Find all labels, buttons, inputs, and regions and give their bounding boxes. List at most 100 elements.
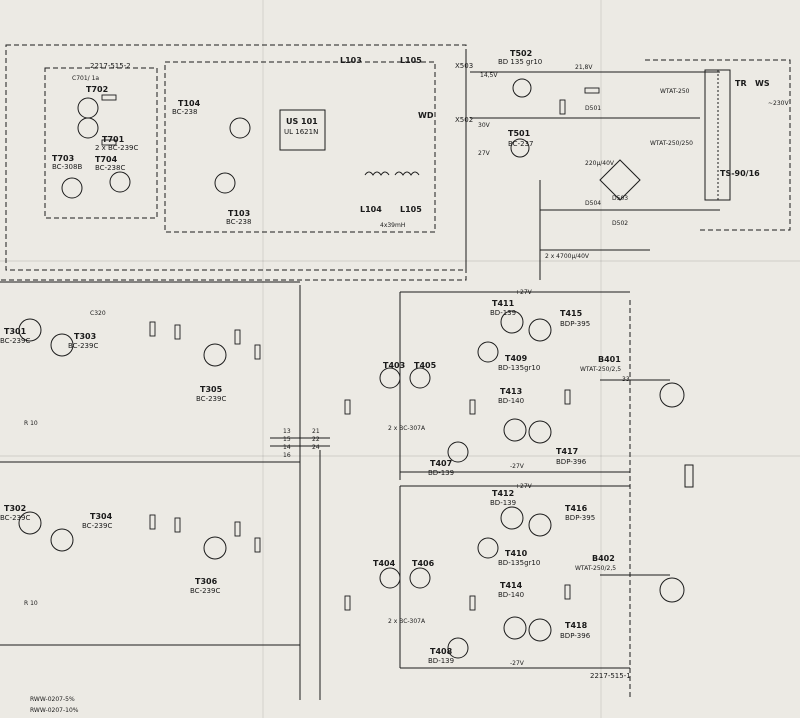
label-t301: T301 [4, 327, 27, 336]
label-t305-type: BC-239C [196, 395, 227, 403]
label-t502: T502 [510, 49, 533, 58]
label-t701-type: 2 x BC-239C [95, 144, 139, 152]
label-t104-type: BC-238 [172, 108, 198, 116]
label-t414-type: BD-140 [498, 591, 525, 599]
label-27v: 27V [478, 150, 490, 157]
label-l105-top: L105 [400, 56, 422, 65]
label-us101: US 101 [286, 117, 318, 126]
label-c320: C320 [90, 310, 106, 317]
fold-crease-vertical [600, 0, 602, 718]
resistor-symbols [101, 87, 600, 611]
label-t409: T409 [505, 354, 528, 363]
label-l105-bottom: L105 [400, 205, 422, 214]
label-t103-type: BC-238 [226, 218, 252, 226]
label-lower-plus27: +27V [515, 483, 532, 490]
label-30v: 30V [478, 122, 490, 129]
label-drawing-number-bottom: 2217-515-1 [590, 672, 631, 680]
label-d502: D502 [612, 220, 629, 227]
label-t704: T704 [95, 155, 118, 164]
label-ws: WS [755, 79, 770, 88]
label-b401: B401 [598, 355, 621, 364]
label-upper-plus27: +27V [515, 289, 532, 296]
label-t409-type: BD-135gr10 [498, 364, 541, 372]
label-cap-220u: 220µ/40V [585, 160, 615, 167]
label-b402-type: WTAT-250/2,5 [575, 565, 617, 572]
label-tr: TR [735, 79, 747, 88]
label-coil-spec: 4x39mH [380, 222, 406, 229]
label-21v8: 21,8V [575, 64, 593, 71]
label-d501: D501 [585, 105, 602, 112]
label-t701: T701 [102, 135, 125, 144]
label-t104: T104 [178, 99, 201, 108]
label-pin-33: 33 [622, 376, 630, 383]
label-b402: B402 [592, 554, 615, 563]
label-t305: T305 [200, 385, 223, 394]
label-t501: T501 [508, 129, 531, 138]
label-wtat-250: WTAT-250 [660, 88, 690, 95]
label-t417-type: BDP-396 [556, 458, 587, 466]
label-pin-24: 24 [312, 444, 320, 451]
label-t413-type: BD-140 [498, 397, 525, 405]
label-upper-diffpair: 2 x BC-307A [388, 425, 426, 432]
label-t408-type: BD-139 [428, 657, 455, 665]
label-pin-22: 22 [312, 436, 320, 443]
label-upper-minus27: -27V [510, 463, 524, 470]
power-supply-outline [629, 59, 791, 700]
label-t403: T403 [383, 361, 406, 370]
label-t412-type: BD-139 [490, 499, 517, 507]
label-t501-type: BC-237 [508, 140, 534, 148]
label-wd: WD [418, 111, 434, 120]
label-t407: T407 [430, 459, 453, 468]
label-x502: X502 [455, 116, 474, 124]
legend-resistor-5pct: RWW-0207-5% [30, 696, 75, 703]
label-t411-type: BD-139 [490, 309, 517, 317]
transistor-symbols [18, 78, 552, 659]
label-t417: T417 [556, 447, 579, 456]
label-t306-type: BC-239C [190, 587, 221, 595]
label-t702: T702 [86, 85, 109, 94]
label-b401-type: WTAT-250/2,5 [580, 366, 622, 373]
tuner-block-outline [0, 44, 467, 281]
label-t304: T304 [90, 512, 113, 521]
label-t703-type: BC-308B [52, 163, 83, 171]
label-t303: T303 [74, 332, 97, 341]
label-t411: T411 [492, 299, 515, 308]
label-t408: T408 [430, 647, 453, 656]
label-pin-15: 15 [283, 436, 291, 443]
label-x503: X503 [455, 62, 474, 70]
label-ts9016: TS-90/16 [720, 169, 760, 178]
label-d504: D504 [585, 200, 602, 207]
label-t103: T103 [228, 209, 251, 218]
label-filter-caps: 2 x 4700µ/40V [545, 253, 590, 260]
speaker-jacks [659, 382, 694, 603]
label-14v5: 14,5V [480, 72, 498, 79]
label-t418: T418 [565, 621, 588, 630]
label-t406: T406 [412, 559, 435, 568]
label-t502-type: BD 135 gr10 [498, 58, 543, 66]
label-pin-16: 16 [283, 452, 291, 459]
label-pin-13: 13 [283, 428, 291, 435]
label-t301-type: BC-239C [0, 337, 31, 345]
label-t407-type: BD-139 [428, 469, 455, 477]
label-t410: T410 [505, 549, 528, 558]
label-lower-minus27: -27V [510, 660, 524, 667]
label-t413: T413 [500, 387, 523, 396]
label-r10-right: R 10 [24, 600, 38, 607]
label-pin-21: 21 [312, 428, 320, 435]
label-pin-14: 14 [283, 444, 291, 451]
inductor-coils [364, 171, 420, 176]
label-t410-type: BD-135gr10 [498, 559, 541, 567]
rectifier-bridge [599, 159, 641, 201]
label-t303-type: BC-239C [68, 342, 99, 350]
label-l103: L103 [340, 56, 362, 65]
fold-crease-vertical [262, 0, 264, 718]
legend-resistor-10pct: RWW-0207-10% [30, 707, 79, 714]
label-t304-type: BC-239C [82, 522, 113, 530]
supply-rails [0, 71, 720, 700]
label-c701: C701/ 1a [72, 75, 100, 82]
label-t414: T414 [500, 581, 523, 590]
label-lower-diffpair: 2 x BC-307A [388, 618, 426, 625]
